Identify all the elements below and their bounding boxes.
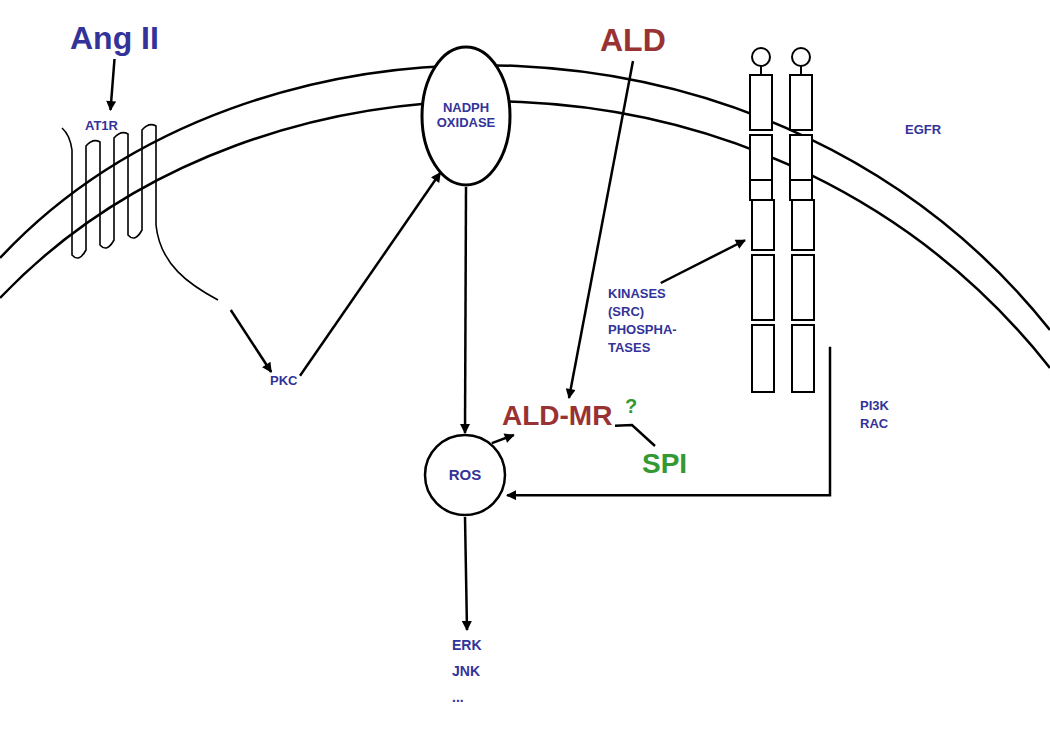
hormone-label: ALD	[598, 20, 668, 61]
target-label: ERK JNK ...	[450, 630, 484, 712]
node-text: ALD	[600, 22, 666, 59]
enzyme-ellipse: NADPH OXIDASE	[420, 45, 512, 187]
edge-label: ?	[623, 394, 639, 419]
drug-label: SPI	[640, 446, 690, 483]
receptor-node: EGFR	[745, 45, 830, 400]
node-text: ERK JNK ...	[452, 632, 482, 710]
receptor-domain	[750, 135, 772, 180]
signal-arrow	[492, 435, 514, 443]
receptor-domain	[752, 325, 774, 392]
complex-label: ALD-MR	[500, 398, 615, 435]
receptor-stem	[760, 66, 762, 75]
kinase-label: PKC	[268, 372, 300, 391]
node-text: AT1R	[85, 119, 118, 134]
signal-arrow	[231, 310, 271, 372]
ellipse-shape	[422, 47, 510, 185]
egf-receptor	[750, 48, 814, 392]
kinase-label: KINASES (SRC) PHOSPHA- TASES	[606, 283, 679, 359]
receptor-domain	[752, 200, 774, 250]
signal-arrow	[465, 517, 467, 630]
node-text: ROS	[449, 466, 482, 483]
receptor-node: AT1R	[55, 110, 240, 310]
edge-label: PI3K RAC	[858, 396, 891, 434]
receptor-domain	[792, 200, 814, 250]
receptor-domain	[750, 180, 772, 200]
receptor-domain	[752, 255, 774, 320]
signal-arrow	[300, 173, 440, 376]
signal-arrow	[111, 59, 115, 110]
node-text: SPI	[642, 448, 688, 480]
node-text: KINASES (SRC) PHOSPHA- TASES	[608, 285, 677, 357]
receptor-domain	[790, 75, 812, 130]
membrane-inner-line	[0, 101, 1050, 368]
receptor-domain	[750, 75, 772, 130]
receptor-head	[752, 48, 770, 66]
signal-arrow	[465, 187, 466, 433]
stimulus-label: Ang II	[68, 18, 161, 59]
receptor-domain	[790, 180, 812, 200]
receptor-domain	[792, 325, 814, 392]
node-text: PKC	[270, 374, 298, 389]
circle-shape	[425, 435, 505, 515]
receptor-head	[792, 48, 810, 66]
membrane-outer-line	[0, 65, 1050, 330]
node-text: ALD-MR	[502, 400, 613, 432]
receptor-serpentine	[62, 125, 218, 300]
signal-arrow	[615, 425, 655, 446]
receptor-stem	[800, 66, 802, 75]
receptor-domain	[792, 255, 814, 320]
node-text: NADPH OXIDASE	[428, 101, 504, 131]
receptor-domain	[790, 135, 812, 180]
node-text: EGFR	[905, 123, 941, 138]
signal-arrow	[661, 240, 745, 283]
node-text: Ang II	[70, 20, 159, 57]
ros-circle: ROS	[423, 433, 507, 517]
